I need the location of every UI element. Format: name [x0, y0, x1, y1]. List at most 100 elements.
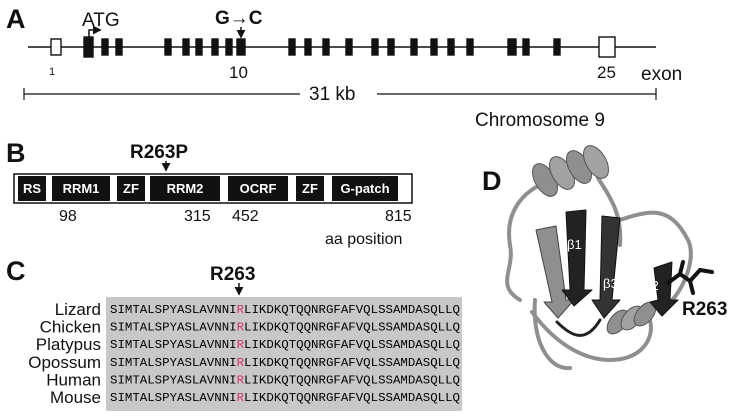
- exon-21: [507, 38, 517, 56]
- exon-23: [553, 38, 561, 56]
- mutation-label-a: G→C: [215, 8, 263, 29]
- domain-rs-label: RS: [23, 181, 41, 196]
- strand-beta4: [535, 225, 575, 319]
- exon-4: [115, 38, 123, 56]
- panel-d-letter: D: [482, 166, 502, 196]
- species-name: Lizard: [55, 300, 101, 319]
- exon-axis-label: exon: [641, 64, 682, 85]
- atg-arrow: [88, 25, 102, 38]
- domain-zf-block: [296, 176, 324, 201]
- highlight-residue: R: [237, 391, 244, 405]
- exon-7: [195, 38, 203, 56]
- strand-beta3: [591, 215, 621, 319]
- domain-rs-block: [18, 176, 46, 201]
- strand-label-beta2: β2: [644, 278, 659, 293]
- domain-rrm1-label: RRM1: [63, 181, 100, 196]
- domain-zf-label: ZF: [302, 181, 318, 196]
- mutation-label-b: R263P: [130, 142, 188, 163]
- protein-structure: β4 β1 β3 β2: [505, 145, 714, 371]
- highlight-residue: R: [237, 338, 244, 352]
- position-815: 815: [385, 208, 412, 225]
- domain-zf-block: [117, 176, 145, 201]
- panel-a: A ATG G→C 1 10 25 exon 31 kb Chromosome …: [6, 4, 682, 131]
- exon-1-number: 1: [49, 66, 55, 78]
- domain-g-patch-block: [332, 176, 398, 201]
- exon-15: [371, 38, 379, 56]
- position-315: 315: [184, 208, 211, 225]
- exon-13: [322, 38, 330, 56]
- strand-label-beta4: β4: [532, 274, 547, 289]
- exon-24: [598, 36, 616, 58]
- exon-18: [430, 38, 438, 56]
- exon-12: [304, 38, 312, 56]
- domain-ocrf-block: [228, 176, 288, 201]
- atg-label: ATG: [82, 10, 120, 31]
- domain-rrm2-label: RRM2: [167, 181, 204, 196]
- exon-6: [182, 38, 190, 56]
- species-name: Mouse: [50, 388, 101, 407]
- loop-bottom: [530, 310, 653, 362]
- species-name: Platypus: [36, 335, 101, 354]
- loop-dark: [555, 318, 602, 337]
- exon-3: [101, 38, 109, 56]
- loop-left: [505, 183, 542, 302]
- exon-16: [387, 38, 395, 56]
- exon-14: [345, 38, 353, 56]
- exon-25-number: 25: [597, 63, 616, 82]
- exon-10-number: 10: [229, 63, 248, 82]
- species-name: Chicken: [40, 318, 101, 337]
- loop-right: [618, 210, 693, 312]
- loop-top: [596, 176, 623, 247]
- exon-1: [50, 38, 62, 56]
- strand-label-beta3: β3: [603, 276, 618, 291]
- position-452: 452: [232, 208, 259, 225]
- highlight-residue: R: [237, 373, 244, 387]
- exon-19: [447, 38, 455, 56]
- helix-alpha1: [532, 145, 609, 197]
- exon-5: [164, 38, 172, 56]
- panel-b-letter: B: [6, 138, 26, 168]
- exon-20: [466, 38, 474, 56]
- helix-alpha2: [606, 301, 657, 335]
- strand-label-beta1: β1: [567, 237, 582, 252]
- residue-label-d: R263: [682, 299, 727, 320]
- exon-17: [410, 38, 418, 56]
- r263-sidechain: [666, 260, 714, 295]
- chromosome-label: Chromosome 9: [475, 110, 605, 131]
- domain-rrm2-block: [150, 176, 220, 201]
- exon-2: [83, 36, 94, 58]
- domain-zf-label: ZF: [123, 181, 139, 196]
- position-98: 98: [59, 208, 77, 225]
- species-name: Opossum: [28, 353, 101, 372]
- exon-9: [225, 38, 233, 56]
- residue-label-c: R263: [210, 264, 255, 285]
- domain-rrm1-block: [52, 176, 110, 201]
- alignment-background: [106, 297, 462, 411]
- exon-11: [288, 38, 296, 56]
- domain-ocrf-label: OCRF: [240, 181, 277, 196]
- highlight-residue: R: [237, 321, 244, 335]
- panel-c-letter: C: [6, 256, 26, 286]
- position-axis-label: aa position: [325, 231, 402, 248]
- strand-beta1: [561, 209, 593, 307]
- exon-10: [236, 38, 246, 56]
- panel-d: D β: [482, 145, 727, 371]
- loop-bottom-left: [532, 298, 572, 371]
- panel-a-letter: A: [6, 4, 26, 34]
- exon-track: [50, 36, 616, 58]
- exon-22: [522, 38, 530, 56]
- highlight-residue: R: [237, 303, 244, 317]
- length-label: 31 kb: [309, 84, 355, 105]
- highlight-residue: R: [237, 356, 244, 370]
- species-name: Human: [46, 370, 101, 389]
